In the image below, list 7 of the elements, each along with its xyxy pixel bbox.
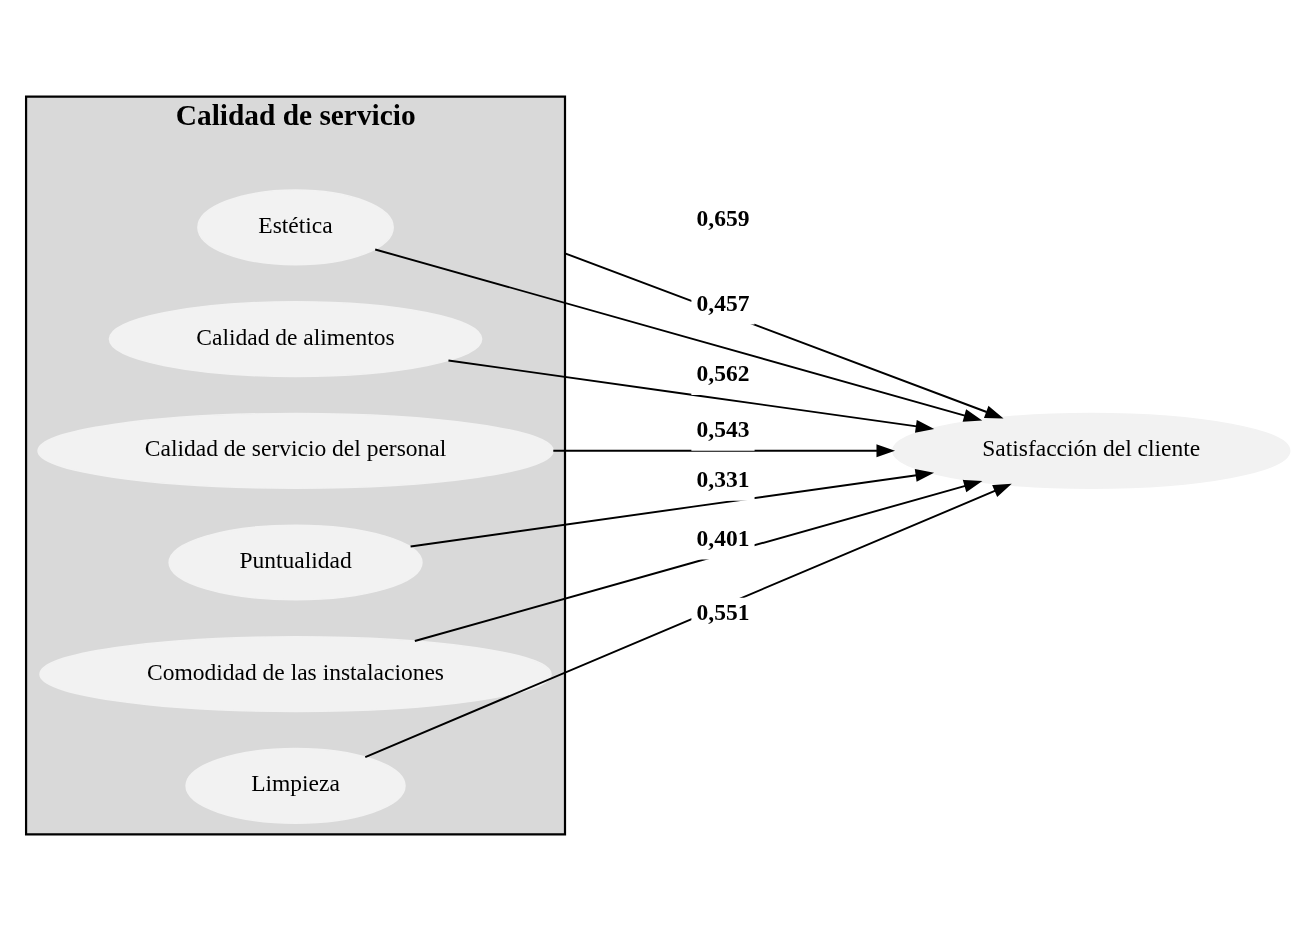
edge-label: 0,543 — [696, 416, 750, 443]
edge-label: 0,562 — [696, 360, 750, 387]
edge-label: 0,551 — [696, 598, 750, 625]
edge-label: 0,331 — [696, 466, 750, 493]
edge-label: 0,457 — [696, 289, 750, 316]
edge-label: 0,401 — [696, 525, 750, 552]
edge-label: 0,659 — [696, 204, 750, 231]
